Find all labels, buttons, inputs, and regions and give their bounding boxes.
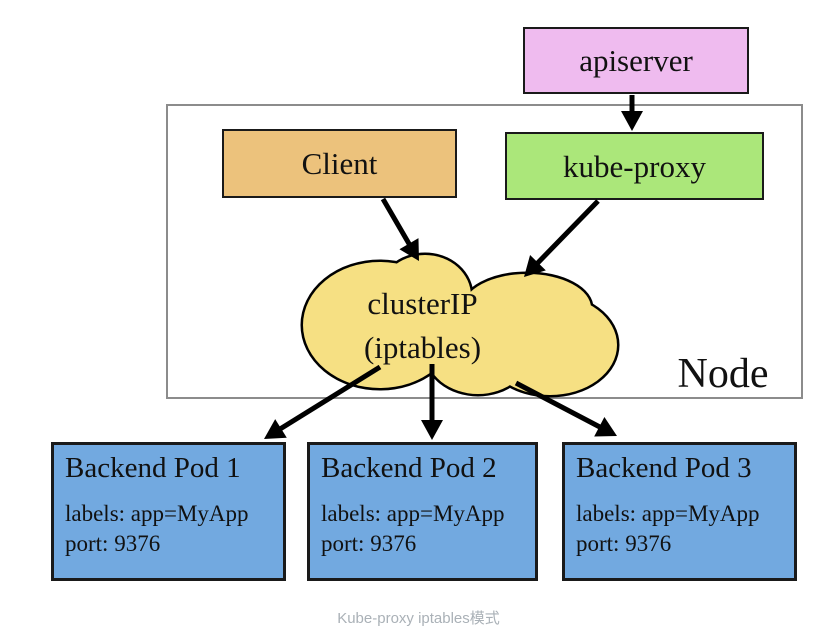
clusterip-cloud-label: clusterIP (iptables) <box>325 282 520 370</box>
clusterip-line1: clusterIP <box>367 286 478 321</box>
apiserver-box: apiserver <box>523 27 749 94</box>
pod-port: port: 9376 <box>65 531 161 556</box>
apiserver-label: apiserver <box>579 43 693 78</box>
pod-labels: labels: app=MyApp <box>321 501 505 526</box>
pod-port: port: 9376 <box>321 531 417 556</box>
pod-labels: labels: app=MyApp <box>65 501 249 526</box>
figure-caption: Kube-proxy iptables模式 <box>337 610 500 627</box>
kube-proxy-label: kube-proxy <box>563 148 706 184</box>
pod-port: port: 9376 <box>576 531 672 556</box>
client-label: Client <box>301 146 378 181</box>
client-box: Client <box>222 129 457 198</box>
pod-title: Backend Pod 1 <box>65 452 241 484</box>
kube-proxy-box: kube-proxy <box>505 132 764 200</box>
backend-pod-3-box: Backend Pod 3 labels: app=MyApp port: 93… <box>562 442 797 581</box>
pod-title: Backend Pod 2 <box>321 452 497 484</box>
backend-pod-1-box: Backend Pod 1 labels: app=MyApp port: 93… <box>51 442 286 581</box>
pod-labels: labels: app=MyApp <box>576 501 760 526</box>
backend-pod-2-box: Backend Pod 2 labels: app=MyApp port: 93… <box>307 442 538 581</box>
clusterip-line2: (iptables) <box>363 330 482 365</box>
node-label: Node <box>677 351 769 397</box>
pod-title: Backend Pod 3 <box>576 452 752 484</box>
